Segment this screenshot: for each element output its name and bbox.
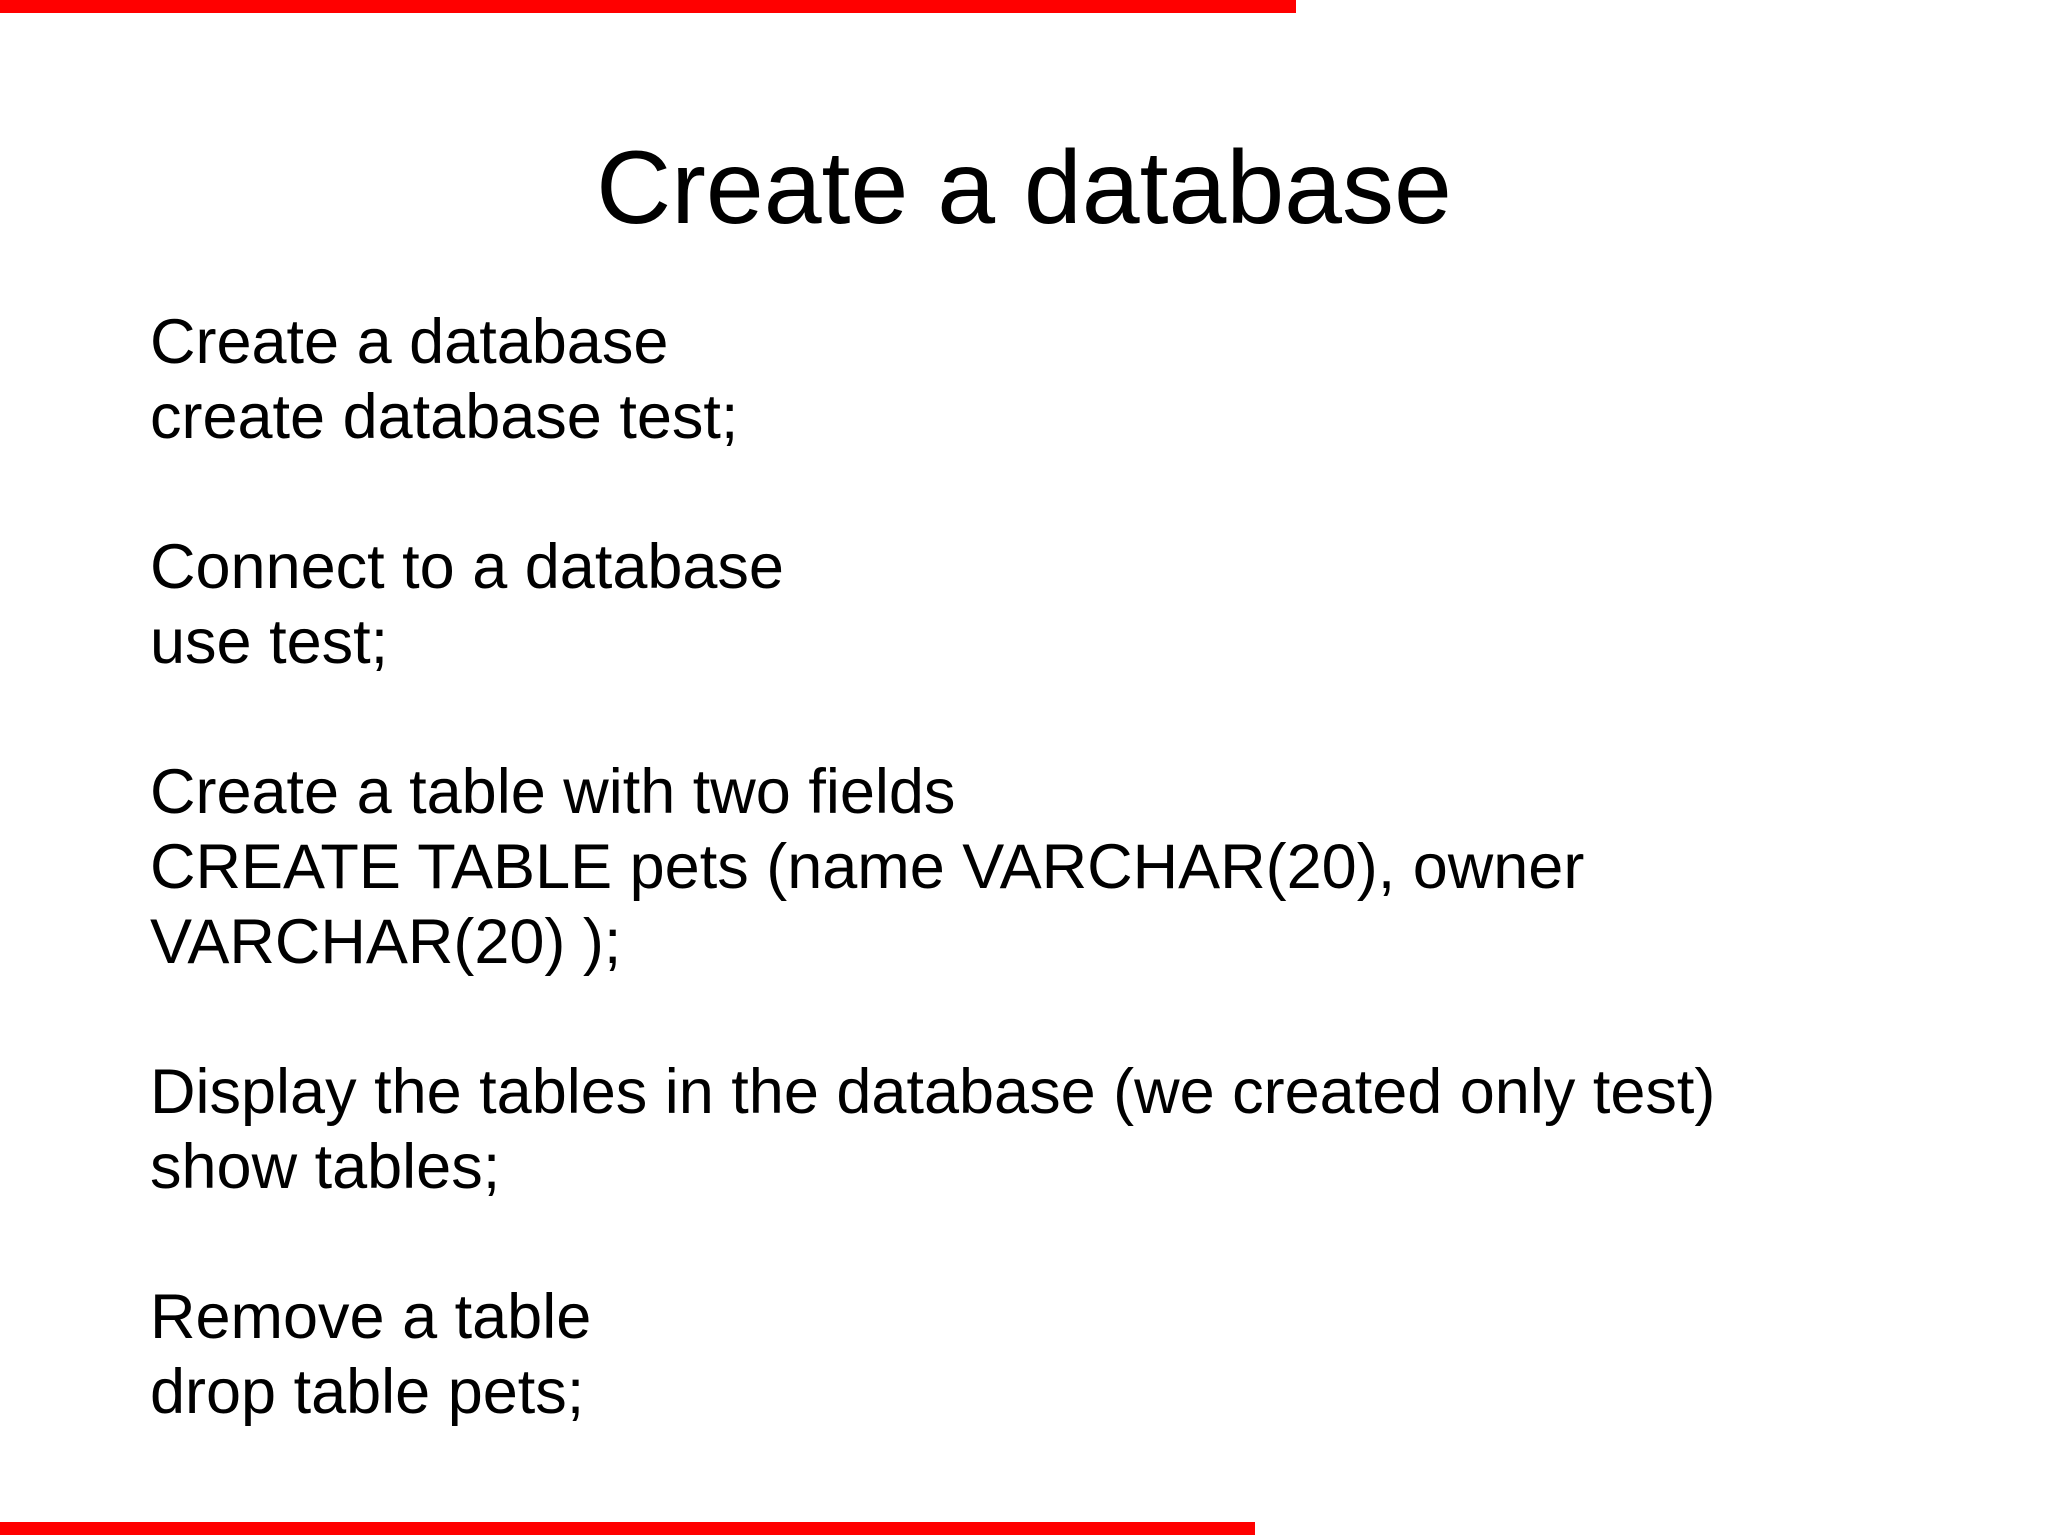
body-line: CREATE TABLE pets (name VARCHAR(20), own… [150,832,1585,902]
slide-title: Create a database [596,130,1452,246]
body-line: Create a database [150,307,669,377]
text-block-3: Display the tables in the database (we c… [150,1055,2008,1205]
body-line: Remove a table [150,1282,592,1352]
red-bottom-bar [0,1522,1255,1535]
body-line: Connect to a database [150,532,784,602]
body-line: create database test; [150,382,739,452]
body-line: Display the tables in the database (we c… [150,1057,1716,1127]
body-line: show tables; [150,1132,501,1202]
body-line: VARCHAR(20) ); [150,907,622,977]
body-line: use test; [150,607,389,677]
red-top-bar [0,0,1296,13]
body-line: drop table pets; [150,1357,585,1427]
body-line: Create a table with two fields [150,757,956,827]
